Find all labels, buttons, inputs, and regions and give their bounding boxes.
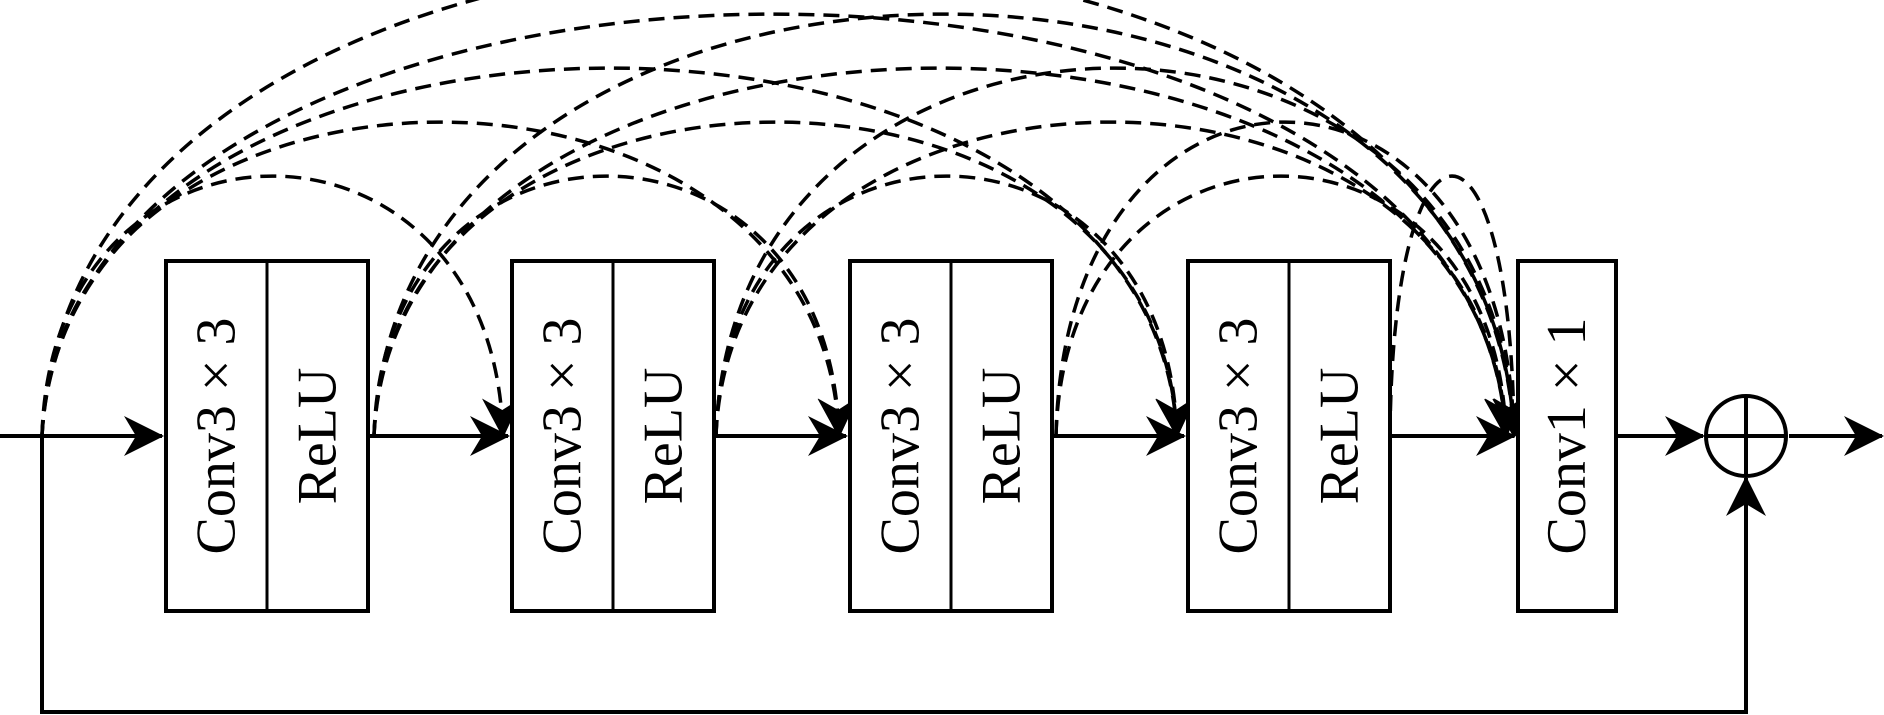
dense-link-input-to-b5	[40, 0, 1533, 438]
conv-relu-block-2: Conv3 × 3 ReLU	[510, 259, 716, 613]
dense-link-b4-to-b5	[1388, 174, 1534, 438]
dense-link-b2-to-b4	[714, 120, 1525, 438]
dense-link-b1-to-b2	[372, 174, 858, 438]
block-2-conv-label: Conv3 × 3	[532, 318, 594, 555]
conv-relu-block-1: Conv3 × 3 ReLU	[164, 259, 370, 613]
block-5-frame	[1516, 259, 1618, 613]
block-3-conv-label: Conv3 × 3	[870, 318, 932, 555]
residual-skip-line	[40, 436, 1766, 714]
block-4-conv-label: Conv3 × 3	[1208, 318, 1270, 555]
dense-link-b1-to-b3	[372, 120, 1196, 438]
block-5-conv-label: Conv1 × 1	[1536, 318, 1598, 555]
dense-link-b3-to-b4	[1054, 174, 1525, 438]
dense-link-b2-to-b3	[714, 174, 1196, 438]
dense-link-input-to-b3	[40, 66, 1196, 438]
conv1x1-block: Conv1 × 1	[1516, 259, 1618, 613]
conv-relu-block-4: Conv3 × 3 ReLU	[1186, 259, 1392, 613]
dense-link-b2-to-b5	[714, 66, 1533, 438]
dense-connections	[40, 0, 1534, 438]
block-4-relu-label: ReLU	[1309, 368, 1371, 505]
block-1-conv-label: Conv3 × 3	[186, 318, 248, 555]
block-1-relu-label: ReLU	[287, 368, 349, 505]
dense-link-b3-to-b5	[1054, 120, 1534, 438]
conv-relu-block-3: Conv3 × 3 ReLU	[848, 259, 1054, 613]
block-2-relu-label: ReLU	[633, 368, 695, 505]
adder-node	[1704, 394, 1788, 478]
dense-link-input-to-b2	[40, 120, 858, 438]
block-3-relu-label: ReLU	[971, 368, 1033, 505]
main-path	[0, 416, 1884, 714]
dense-link-b1-to-b5	[372, 12, 1533, 438]
